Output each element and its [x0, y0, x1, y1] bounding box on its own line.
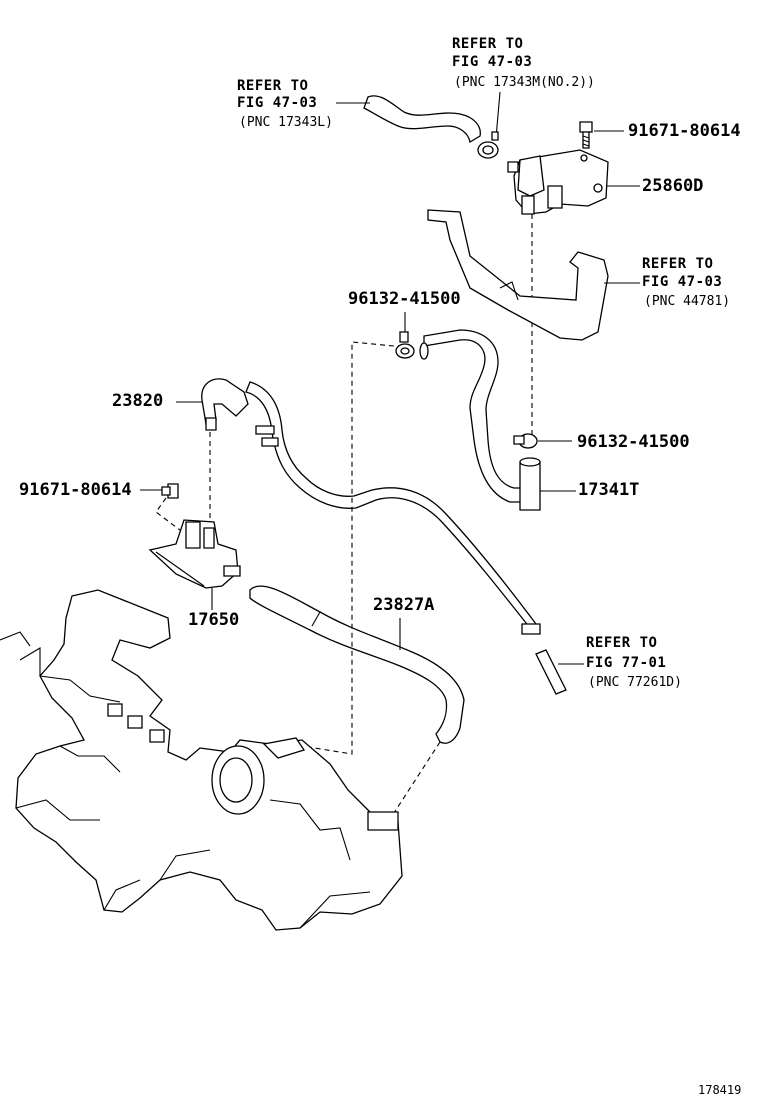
ref1-pnc: (PNC 17343L)	[239, 115, 333, 130]
hose-17343l	[336, 96, 480, 142]
engine-assembly	[0, 590, 402, 930]
part-label-23827a: 23827A	[373, 595, 435, 615]
part-label-25860d: 25860D	[642, 176, 704, 196]
ref3-line2: FIG 47-03	[642, 274, 723, 290]
part-label-17341t: 17341T	[578, 480, 640, 500]
ref2-line2: FIG 47-03	[452, 54, 533, 70]
part-label-23820: 23820	[112, 391, 164, 411]
ref2-pnc: (PNC 17343M(NO.2))	[454, 75, 595, 90]
clamp-upper	[396, 312, 414, 358]
guide-lines	[302, 342, 394, 754]
valve-17650	[150, 520, 240, 610]
ref2-line1: REFER TO	[452, 36, 524, 52]
bracket-44781	[428, 210, 640, 340]
ref3-pnc: (PNC 44781)	[644, 294, 731, 309]
figure-number: 178419	[698, 1083, 742, 1097]
ref1-line2: FIG 47-03	[237, 95, 318, 111]
ref4-line2: FIG 77-01	[586, 655, 667, 671]
part-label-bolt-left: 91671-80614	[19, 480, 132, 500]
ref4-line1: REFER TO	[586, 635, 658, 651]
bolt-left	[140, 484, 180, 530]
hose-23820	[176, 379, 540, 634]
valve-bracket-25860d	[508, 150, 640, 436]
clamp-lower	[514, 434, 572, 448]
part-label-17650: 17650	[188, 610, 240, 630]
ref4-pnc: (PNC 77261D)	[588, 675, 682, 690]
hose-17341t	[420, 330, 576, 510]
ref1-line1: REFER TO	[237, 78, 309, 94]
clamp-17343m	[478, 92, 500, 158]
bolt-top	[580, 122, 624, 148]
part-label-clamp-lower: 96132-41500	[577, 432, 690, 452]
hose-23827a	[250, 586, 464, 816]
ref3-line1: REFER TO	[642, 256, 714, 272]
part-label-bolt-top: 91671-80614	[628, 121, 741, 141]
part-label-clamp-upper: 96132-41500	[348, 289, 461, 309]
hose-77261d	[536, 650, 584, 694]
